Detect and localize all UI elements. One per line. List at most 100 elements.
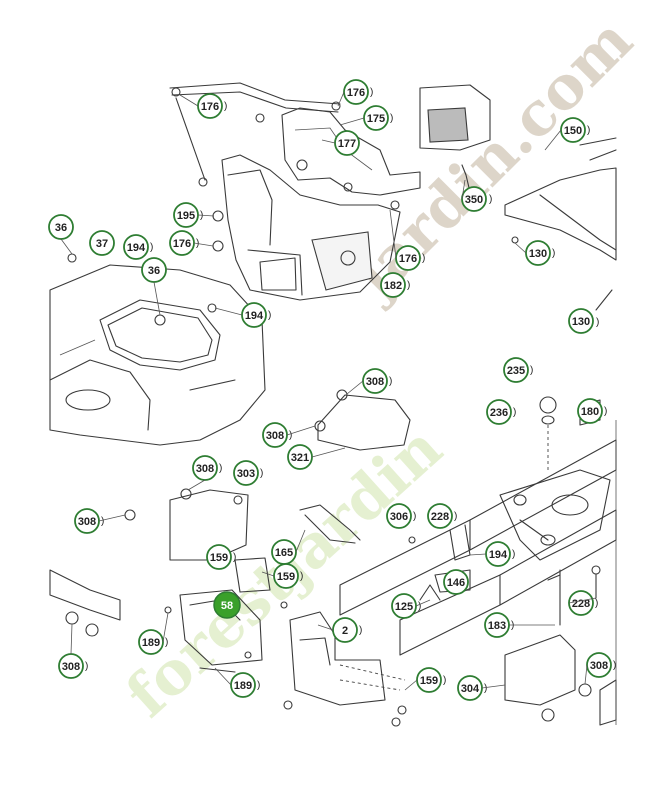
- svg-text:): ): [587, 125, 590, 136]
- dash-panel-assembly: [169, 82, 421, 301]
- svg-text:): ): [596, 317, 599, 328]
- svg-text:36: 36: [148, 265, 160, 277]
- callout-308-e[interactable]: 308: [58, 653, 84, 679]
- svg-text:): ): [484, 683, 487, 694]
- svg-text:304: 304: [461, 683, 480, 695]
- svg-text:): ): [422, 253, 425, 264]
- callout-58-highlight[interactable]: 58: [213, 591, 241, 619]
- callout-308-b[interactable]: 308: [262, 422, 288, 448]
- svg-text:): ): [260, 468, 263, 479]
- svg-text:308: 308: [266, 430, 284, 442]
- svg-text:194: 194: [245, 310, 264, 322]
- svg-text:308: 308: [78, 516, 96, 528]
- svg-text:): ): [389, 376, 392, 387]
- svg-text:125: 125: [395, 601, 413, 613]
- svg-text:194: 194: [127, 242, 146, 254]
- svg-text:175: 175: [367, 113, 385, 125]
- svg-text:180: 180: [581, 406, 599, 418]
- svg-text:177: 177: [338, 138, 356, 150]
- svg-text:159: 159: [420, 675, 438, 687]
- callout-159-b[interactable]: 159: [273, 563, 299, 589]
- callout-189-a[interactable]: 189: [138, 629, 164, 655]
- svg-text:236: 236: [490, 407, 508, 419]
- svg-text:195: 195: [177, 210, 195, 222]
- callout-177[interactable]: 177: [334, 130, 360, 156]
- callout-194-c[interactable]: 194: [485, 541, 511, 567]
- callout-308-a[interactable]: 308: [362, 368, 388, 394]
- callout-159-a[interactable]: 159: [206, 544, 232, 570]
- svg-text:308: 308: [196, 463, 214, 475]
- svg-text:): ): [552, 248, 555, 259]
- svg-text:): ): [613, 660, 616, 671]
- callout-194-a[interactable]: 194: [123, 234, 149, 260]
- callout-306[interactable]: 306: [386, 503, 412, 529]
- callout-228-a[interactable]: 228: [427, 503, 453, 529]
- svg-text:): ): [413, 511, 416, 522]
- svg-text:): ): [233, 552, 236, 563]
- bracket-2-assembly: [283, 611, 617, 727]
- callout-176-c[interactable]: 176: [169, 230, 195, 256]
- svg-text:159: 159: [277, 571, 295, 583]
- callout-321[interactable]: 321: [287, 444, 313, 470]
- callout-36-b[interactable]: 36: [141, 257, 167, 283]
- svg-text:36: 36: [55, 222, 67, 234]
- svg-text:306: 306: [390, 511, 408, 523]
- svg-text:): ): [101, 516, 104, 527]
- callout-304[interactable]: 304: [457, 675, 483, 701]
- callout-176-b[interactable]: 176: [343, 79, 369, 105]
- callout-182[interactable]: 182: [380, 272, 406, 298]
- callout-194-b[interactable]: 194: [241, 302, 267, 328]
- callout-37[interactable]: 37: [89, 230, 115, 256]
- callout-36-a[interactable]: 36: [48, 214, 74, 240]
- svg-text:228: 228: [431, 511, 449, 523]
- callout-146[interactable]: 146: [443, 569, 469, 595]
- svg-text:): ): [224, 101, 227, 112]
- svg-text:): ): [359, 625, 362, 636]
- callout-183[interactable]: 183: [484, 612, 510, 638]
- svg-text:165: 165: [275, 547, 293, 559]
- svg-text:182: 182: [384, 280, 402, 292]
- callout-150[interactable]: 150: [560, 117, 586, 143]
- svg-text:): ): [268, 310, 271, 321]
- fender-pan-assembly: [49, 253, 266, 446]
- callout-228-b[interactable]: 228: [568, 590, 594, 616]
- svg-text:176: 176: [399, 253, 417, 265]
- svg-text:): ): [300, 571, 303, 582]
- svg-text:): ): [443, 675, 446, 686]
- callout-236[interactable]: 236: [486, 399, 512, 425]
- callout-308-c[interactable]: 308: [192, 455, 218, 481]
- svg-text:): ): [289, 430, 292, 441]
- callout-165[interactable]: 165: [271, 539, 297, 565]
- svg-text:): ): [85, 661, 88, 672]
- callout-176-a[interactable]: 176: [197, 93, 223, 119]
- callout-130-a[interactable]: 130: [525, 240, 551, 266]
- svg-text:176: 176: [347, 87, 365, 99]
- svg-text:150: 150: [564, 125, 582, 137]
- svg-text:37: 37: [96, 238, 108, 250]
- callout-125[interactable]: 125: [391, 593, 417, 619]
- svg-text:): ): [513, 407, 516, 418]
- callout-176-d[interactable]: 176: [395, 245, 421, 271]
- callout-2[interactable]: 2: [332, 617, 358, 643]
- leader-lines: [60, 91, 597, 691]
- callout-189-b[interactable]: 189: [230, 672, 256, 698]
- callout-350[interactable]: 350: [461, 186, 487, 212]
- callout-235[interactable]: 235: [503, 357, 529, 383]
- callout-175[interactable]: 175: [363, 105, 389, 131]
- callout-308-d[interactable]: 308: [74, 508, 100, 534]
- callout-180[interactable]: 180: [577, 398, 603, 424]
- callout-159-c[interactable]: 159: [416, 667, 442, 693]
- callout-308-f[interactable]: 308: [586, 652, 612, 678]
- callout-130-b[interactable]: 130: [568, 308, 594, 334]
- svg-text:130: 130: [572, 316, 590, 328]
- seat-fender-assembly: [419, 84, 617, 311]
- svg-text:): ): [390, 113, 393, 124]
- svg-text:): ): [370, 87, 373, 98]
- callout-ticks: ) ) ) ) ) ) ) ) ) ) ) ) ) ) ) ) ) ) ) ) …: [85, 87, 616, 694]
- svg-text:303: 303: [237, 468, 255, 480]
- callout-303[interactable]: 303: [233, 460, 259, 486]
- callout-195[interactable]: 195: [173, 202, 199, 228]
- svg-text:235: 235: [507, 365, 525, 377]
- svg-text:): ): [604, 406, 607, 417]
